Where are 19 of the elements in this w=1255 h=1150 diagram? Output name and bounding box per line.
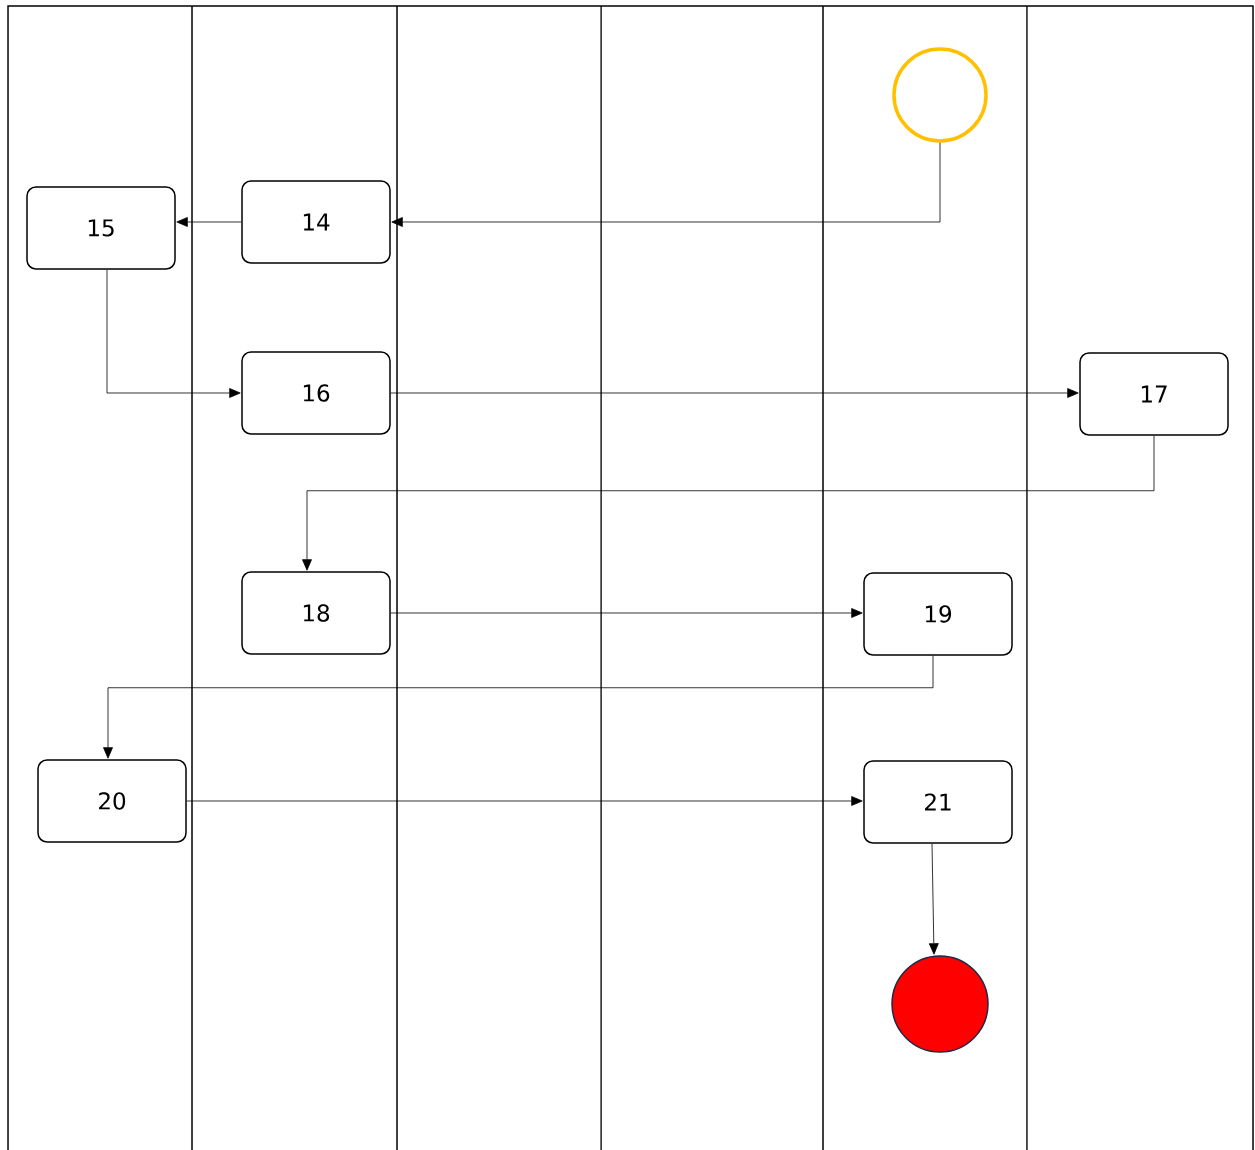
arrow (103, 655, 934, 759)
arrow (390, 388, 1079, 398)
process-box: 20 (37, 759, 187, 843)
process-box: 16 (241, 351, 391, 435)
arrow (928, 843, 939, 955)
start-circle (892, 47, 988, 143)
process-box: 14 (241, 180, 391, 264)
arrow (176, 217, 242, 227)
process-box: 18 (241, 571, 391, 655)
process-box: 15 (26, 186, 176, 270)
arrow (302, 435, 1155, 571)
arrow (106, 269, 241, 398)
end-circle (891, 955, 989, 1053)
process-box: 21 (863, 760, 1013, 844)
process-box: 17 (1079, 352, 1229, 436)
arrow (186, 796, 863, 806)
process-box: 19 (863, 572, 1013, 656)
arrow (390, 608, 863, 618)
arrow (391, 142, 941, 227)
